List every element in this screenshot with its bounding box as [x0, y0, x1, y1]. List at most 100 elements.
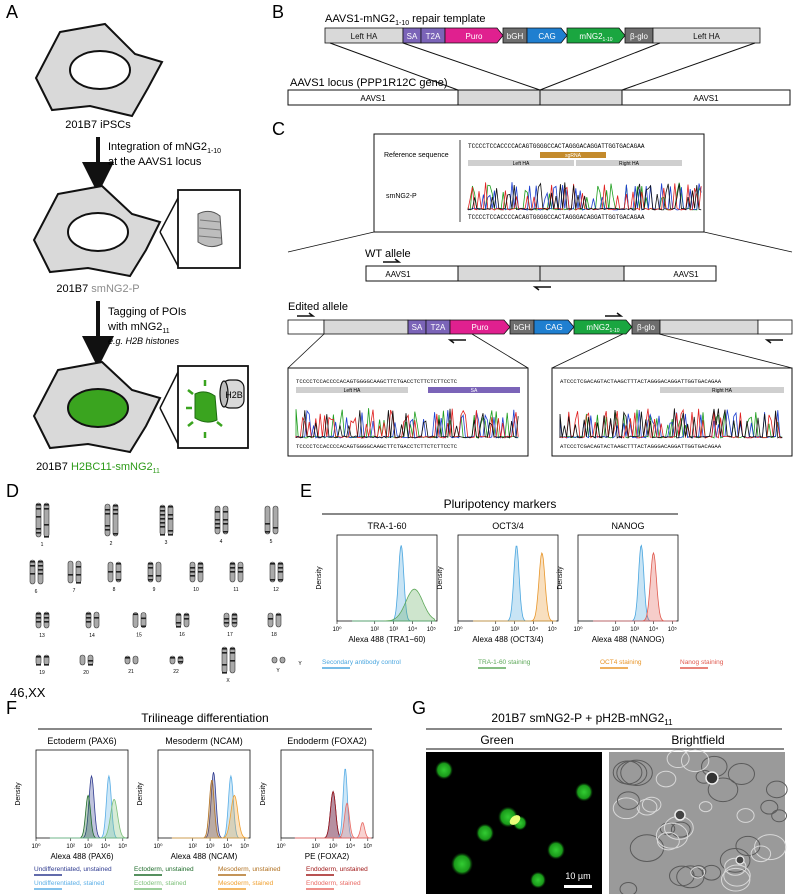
chromosome-band: [278, 563, 283, 565]
nucleus-5: [547, 840, 565, 860]
edited-seq-box-1: [287, 367, 529, 457]
chromosome-band: [238, 567, 243, 569]
chromosome-band: [190, 567, 195, 569]
f-tick-label-1-3: 10⁴: [223, 843, 233, 850]
chromosome-band: [68, 574, 73, 576]
chromosome-label-15: 15: [136, 633, 142, 639]
chromosome-label-3: 3: [165, 540, 168, 546]
e-tick-label-2-2: 10³: [630, 627, 639, 633]
chromosome-X-0: [221, 646, 228, 674]
panel-letter-f: F: [6, 698, 17, 718]
chromosome-2-0: [104, 503, 111, 537]
chromosome-2-1: [112, 503, 119, 537]
chromosome-18-1: [275, 612, 282, 628]
e-tick-label-2-3: 10⁴: [649, 626, 659, 633]
bf-cell-outline: [655, 822, 689, 849]
sgrna-label: sgRNA: [565, 153, 582, 159]
box1-seq-bottom: TCCCCTCCACCCCACAGTGGGGCAAGCTTCTGACCTCTTC…: [296, 443, 458, 450]
chromosome-band: [184, 618, 189, 620]
chromosome-band: [232, 618, 237, 620]
chromosome-18-0: [267, 612, 274, 628]
chromosome-band: [88, 660, 93, 662]
cell2-label: 201B7 smNG2-P: [56, 283, 139, 295]
chromosome-band: [108, 571, 113, 573]
left-ha-label: Left HA: [513, 161, 530, 167]
chromosome-band: [36, 664, 41, 666]
bf-cell-outline: [707, 777, 739, 803]
trilineage-title: Trilineage differentiation: [141, 711, 268, 725]
chromosome-band: [170, 657, 175, 659]
chromosome-20-0: [79, 654, 86, 666]
edited-zoom1b: [471, 333, 529, 369]
chromosome-label-9: 9: [153, 587, 156, 593]
bf-cell-outline: [719, 848, 751, 873]
bf-cell-outline: [771, 809, 788, 823]
chromosome-band: [276, 614, 281, 616]
f-legend-label-6: Mesoderm, stained: [218, 880, 274, 887]
e-tick-label-0-0: 10⁰: [332, 626, 342, 633]
chromosome-band: [265, 523, 270, 525]
bf-cell-outline: [750, 845, 772, 863]
chromosome-pair-2: [104, 503, 119, 537]
nucleus-4: [451, 852, 473, 876]
chromosome-band: [148, 575, 153, 577]
edited-seg-label-1: T2A: [431, 323, 446, 332]
chromosome-band: [168, 530, 173, 532]
chromosome-9-1: [155, 561, 162, 583]
panel-letter-b: B: [272, 2, 284, 22]
brightfield-cells: [612, 749, 788, 894]
scale-bar-label: 10 µm: [565, 871, 590, 881]
e-curve-0-1: [352, 588, 436, 622]
chromosome-pair-21: [124, 655, 139, 665]
bf-cell-outline: [666, 749, 690, 769]
box2-seq-bottom: ATCCCTCGACAGTACTAAGCTTTACTAGGGACAGGATTGG…: [560, 443, 722, 450]
bf-cell-outline: [690, 866, 706, 879]
chromosome-7-0: [67, 560, 74, 584]
chromosome-band: [36, 617, 41, 619]
bf-cell-outline: [636, 798, 658, 816]
ha-line-left: [329, 42, 459, 91]
chromosome-band: [222, 664, 227, 666]
chromosome-pair-15: [132, 612, 147, 628]
nucleus-6: [575, 782, 593, 802]
edited-zoom2b: [658, 333, 793, 369]
edited-seg-4: [533, 319, 575, 335]
template-seg-6: [566, 27, 626, 44]
e-curve-1-1: [473, 552, 557, 622]
chromosome-band: [168, 514, 173, 516]
template-seg-label-6: mNG21-10: [579, 32, 612, 43]
f-tick-label-0-2: 10³: [84, 844, 93, 850]
chromosome-band: [198, 571, 203, 573]
locus-title: AAVS1 locus (PPP1R12C gene): [290, 77, 448, 89]
bf-cell-outline: [727, 763, 755, 785]
chromosome-label-6: 6: [35, 589, 38, 595]
chromosome-band: [230, 652, 235, 654]
e-plot-frame-0: [336, 534, 438, 622]
microscopy-title: 201B7 smNG2-P + pH2B-mNG211: [491, 711, 673, 727]
f-legend-label-5: Ectoderm, stained: [134, 880, 187, 887]
smng2p-nucleus: [67, 212, 129, 252]
chromosome-17-0: [223, 612, 230, 628]
brightfield-label: Brightfield: [671, 733, 724, 747]
panel-g: 201B7 smNG2-P + pH2B-mNG211 Green Bright…: [426, 711, 788, 894]
h2b-histone-icon: H2B: [219, 379, 245, 409]
template-seg-label-7: β-glo: [630, 32, 648, 41]
chromosome-band: [223, 511, 228, 513]
chromosome-16-1: [183, 612, 190, 628]
e-curve-2-1: [593, 551, 677, 622]
bf-cell-outline: [754, 834, 787, 861]
chromosome-band: [160, 506, 165, 508]
bf-cell-outline: [616, 760, 648, 786]
trace-box1-trace-1: [295, 409, 519, 439]
e-plot-title-1: OCT3/4: [492, 521, 524, 531]
right-ha-label: Right HA: [619, 161, 640, 167]
chromosome-band: [38, 569, 43, 571]
e-plot-frame-2: [577, 534, 679, 622]
chromosome-6-0: [29, 559, 36, 585]
f-tick-label-0-0: 10⁰: [31, 843, 41, 850]
chromosome-band: [38, 573, 43, 575]
e-legend-label-2: OCT4 staining: [600, 659, 642, 666]
